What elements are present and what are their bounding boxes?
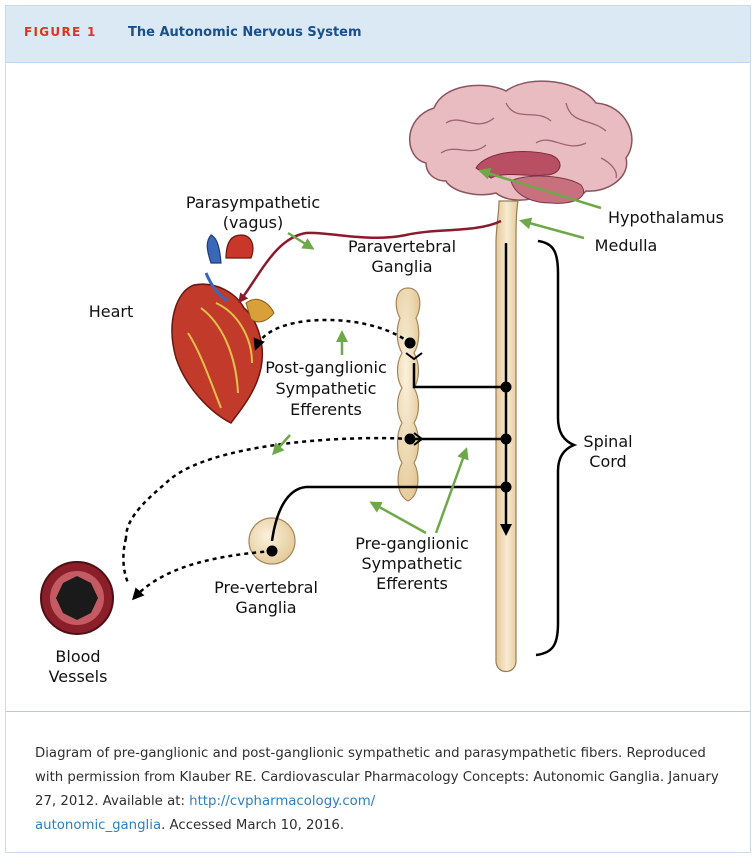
label-parasympathetic-1: Parasympathetic [186,193,320,212]
spinal-brace [536,241,574,655]
figure-header: FIGURE 1 The Autonomic Nervous System [6,6,750,63]
label-spinal-1: Spinal [583,432,632,451]
figure-caption: Diagram of pre-ganglionic and post-gangl… [35,742,735,838]
diagram-panel: Parasympathetic (vagus) Heart Paraverteb… [6,63,750,712]
label-prevertebral-2: Ganglia [235,598,296,617]
label-spinal-2: Cord [589,452,626,471]
label-post-3: Efferents [290,400,362,419]
label-medulla: Medulla [595,236,658,255]
label-paravertebral-2: Ganglia [371,257,432,276]
figure-label: FIGURE 1 [24,25,97,39]
label-blood-1: Blood [55,647,100,666]
label-post-2: Sympathetic [276,379,377,398]
brain-icon [410,81,632,203]
diagram-labels: Parasympathetic (vagus) Heart Paraverteb… [49,193,724,686]
label-post-1: Post-ganglionic [265,358,387,377]
label-prevertebral-1: Pre-vertebral [214,578,318,597]
blood-vessel-icon [41,562,113,634]
label-paravertebral-1: Paravertebral [348,237,456,256]
figure-frame: FIGURE 1 The Autonomic Nervous System [5,5,751,853]
annotation-arrows [274,171,601,533]
caption-text: Diagram of pre-ganglionic and post-gangl… [35,746,719,809]
label-blood-2: Vessels [49,667,108,686]
paravertebral-chain [396,288,420,501]
label-heart: Heart [89,302,134,321]
caption-suffix: . Accessed March 10, 2016. [161,818,344,833]
heart-icon [172,235,274,423]
figure-title: The Autonomic Nervous System [128,25,362,40]
caption-link-part2[interactable]: autonomic_ganglia [35,818,161,833]
label-pre-1: Pre-ganglionic [355,534,469,553]
label-pre-2: Sympathetic [362,554,463,573]
label-parasympathetic-2: (vagus) [223,213,283,232]
label-pre-3: Efferents [376,574,448,593]
label-hypothalamus: Hypothalamus [608,208,724,227]
caption-link-part1[interactable]: http://cvpharmacology.com/ [189,794,375,809]
autonomic-diagram: Parasympathetic (vagus) Heart Paraverteb… [6,63,750,711]
